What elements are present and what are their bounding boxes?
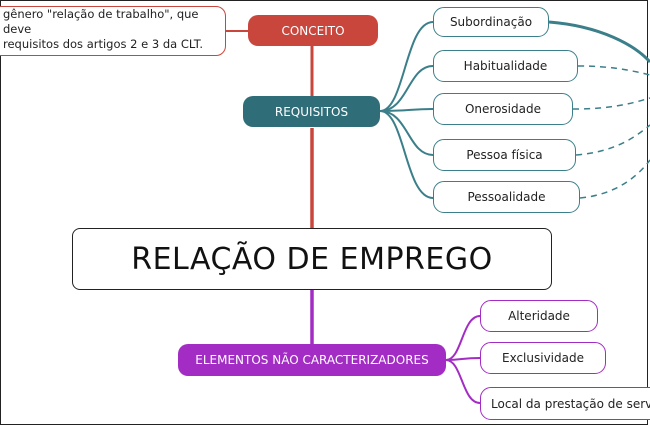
conceito-note-line2: requisitos dos artigos 2 e 3 da CLT. (3, 37, 204, 51)
conceito-note: gênero "relação de trabalho", que deve r… (0, 6, 226, 56)
requisito-item-label: Pessoalidade (467, 190, 546, 204)
conceito-note-line1: gênero "relação de trabalho", que deve (3, 7, 199, 36)
elemento-item-label: Exclusividade (501, 351, 584, 365)
requisito-item-pessoa-fisica[interactable]: Pessoa física (433, 139, 576, 171)
requisito-item-pessoalidade[interactable]: Pessoalidade (433, 181, 580, 213)
central-node[interactable]: RELAÇÃO DE EMPREGO (72, 228, 552, 290)
requisito-item-habitualidade[interactable]: Habitualidade (433, 50, 578, 82)
connector-pessoafisica-right (575, 124, 650, 156)
connector-requisitos-habitualidade (379, 65, 434, 112)
elemento-item-alteridade[interactable]: Alteridade (480, 300, 598, 332)
requisito-item-label: Onerosidade (464, 102, 541, 116)
requisito-item-label: Subordinação (449, 15, 533, 29)
requisito-item-label: Habitualidade (463, 59, 548, 73)
connector-pessoalidade-right (579, 159, 650, 199)
conceito-label: CONCEITO (281, 23, 345, 38)
conceito-node[interactable]: CONCEITO (248, 15, 378, 46)
connector-requisitos-pessoalidade (379, 110, 434, 199)
elemento-item-exclusividade[interactable]: Exclusividade (480, 342, 606, 374)
connector-subordinacao-right (548, 20, 650, 63)
requisitos-node[interactable]: REQUISITOS (243, 96, 380, 127)
connector-elementos-local (445, 359, 481, 404)
central-title: RELAÇÃO DE EMPREGO (131, 241, 493, 277)
connector-requisitos-subordinacao (379, 21, 434, 112)
connector-requisitos-pessoafisica (379, 110, 434, 156)
elemento-item-label: Local da prestação de serv (491, 396, 650, 411)
requisito-item-subordinacao[interactable]: Subordinação (433, 7, 549, 37)
connector-elementos-alteridade (445, 315, 481, 361)
requisito-item-label: Pessoa física (466, 148, 543, 162)
requisitos-label: REQUISITOS (274, 104, 349, 119)
elemento-item-label: Alteridade (508, 309, 570, 323)
elemento-item-local[interactable]: Local da prestação de serv (480, 387, 650, 420)
elementos-label: ELEMENTOS NÃO CARACTERIZADORES (195, 353, 429, 367)
connector-habitualidade-right (577, 65, 650, 76)
elementos-node[interactable]: ELEMENTOS NÃO CARACTERIZADORES (178, 344, 446, 376)
requisito-item-onerosidade[interactable]: Onerosidade (433, 93, 573, 125)
connector-onerosidade-right (572, 97, 650, 110)
